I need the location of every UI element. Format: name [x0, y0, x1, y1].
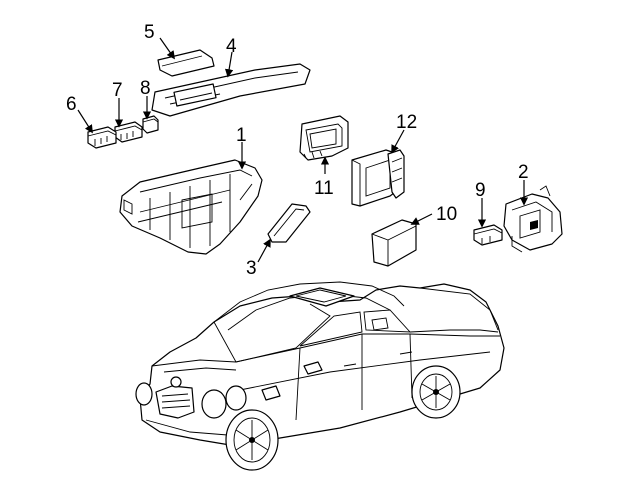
callout-labels: 1 2 3 4 5 6 7 8 9 10 11 12 — [66, 22, 529, 279]
car-illustration — [135, 281, 505, 471]
part-6-relay — [87, 126, 117, 149]
leader-4 — [224, 51, 234, 78]
callout-12: 12 — [396, 112, 417, 133]
part-5-cover — [157, 49, 215, 77]
part-4-tray — [151, 63, 311, 117]
leader-12 — [391, 129, 405, 154]
callout-4: 4 — [226, 36, 237, 57]
part-1-housing — [119, 159, 263, 255]
part-11-module — [299, 115, 349, 161]
leader-6 — [77, 109, 93, 134]
callout-7: 7 — [112, 80, 123, 101]
part-9-relay — [473, 224, 503, 246]
leader-3 — [257, 238, 271, 263]
callout-9: 9 — [475, 180, 486, 201]
leader-5 — [159, 37, 175, 60]
callout-1: 1 — [236, 125, 247, 146]
part-12-bracket — [351, 149, 405, 207]
callout-8: 8 — [140, 78, 151, 99]
callout-2: 2 — [518, 162, 529, 183]
callout-6: 6 — [66, 94, 77, 115]
part-3-module — [267, 203, 311, 243]
callout-3: 3 — [246, 258, 257, 279]
part-8-relay — [142, 115, 159, 134]
part-10-module — [371, 219, 417, 267]
part-2-bracket — [503, 185, 563, 253]
callout-11: 11 — [314, 178, 334, 199]
callout-10: 10 — [436, 204, 457, 225]
leader-10 — [410, 213, 433, 225]
callout-5: 5 — [144, 22, 155, 43]
leader-lines — [77, 37, 529, 263]
